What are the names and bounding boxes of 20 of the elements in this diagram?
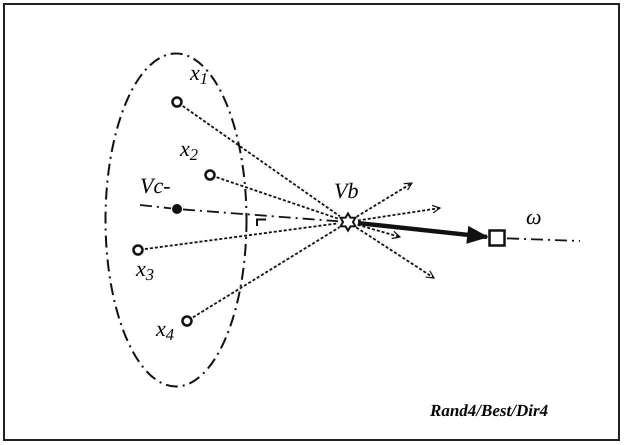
connector-line	[144, 222, 338, 250]
caption-text: Rand4/Best/Dir4	[430, 400, 548, 422]
arrow	[358, 204, 441, 222]
node-label: x$_{1}$	[190, 62, 208, 84]
arrow	[356, 182, 413, 218]
connector-line	[192, 226, 340, 318]
node-label: Vb	[334, 180, 358, 202]
connector-line	[182, 208, 338, 222]
node-label: ω	[526, 206, 542, 228]
arrow	[357, 224, 401, 240]
connector-line	[506, 237, 580, 242]
node-label: x$_{4}$	[156, 318, 174, 340]
arrow	[356, 226, 435, 279]
node-label: x$_{3}$	[136, 258, 154, 280]
node-label: Vc-	[140, 175, 171, 197]
arrow	[358, 220, 489, 244]
node-label: x$_{2}$	[180, 138, 198, 160]
connector-line	[216, 176, 339, 220]
connector-line	[182, 105, 340, 217]
connector-line	[140, 204, 172, 210]
